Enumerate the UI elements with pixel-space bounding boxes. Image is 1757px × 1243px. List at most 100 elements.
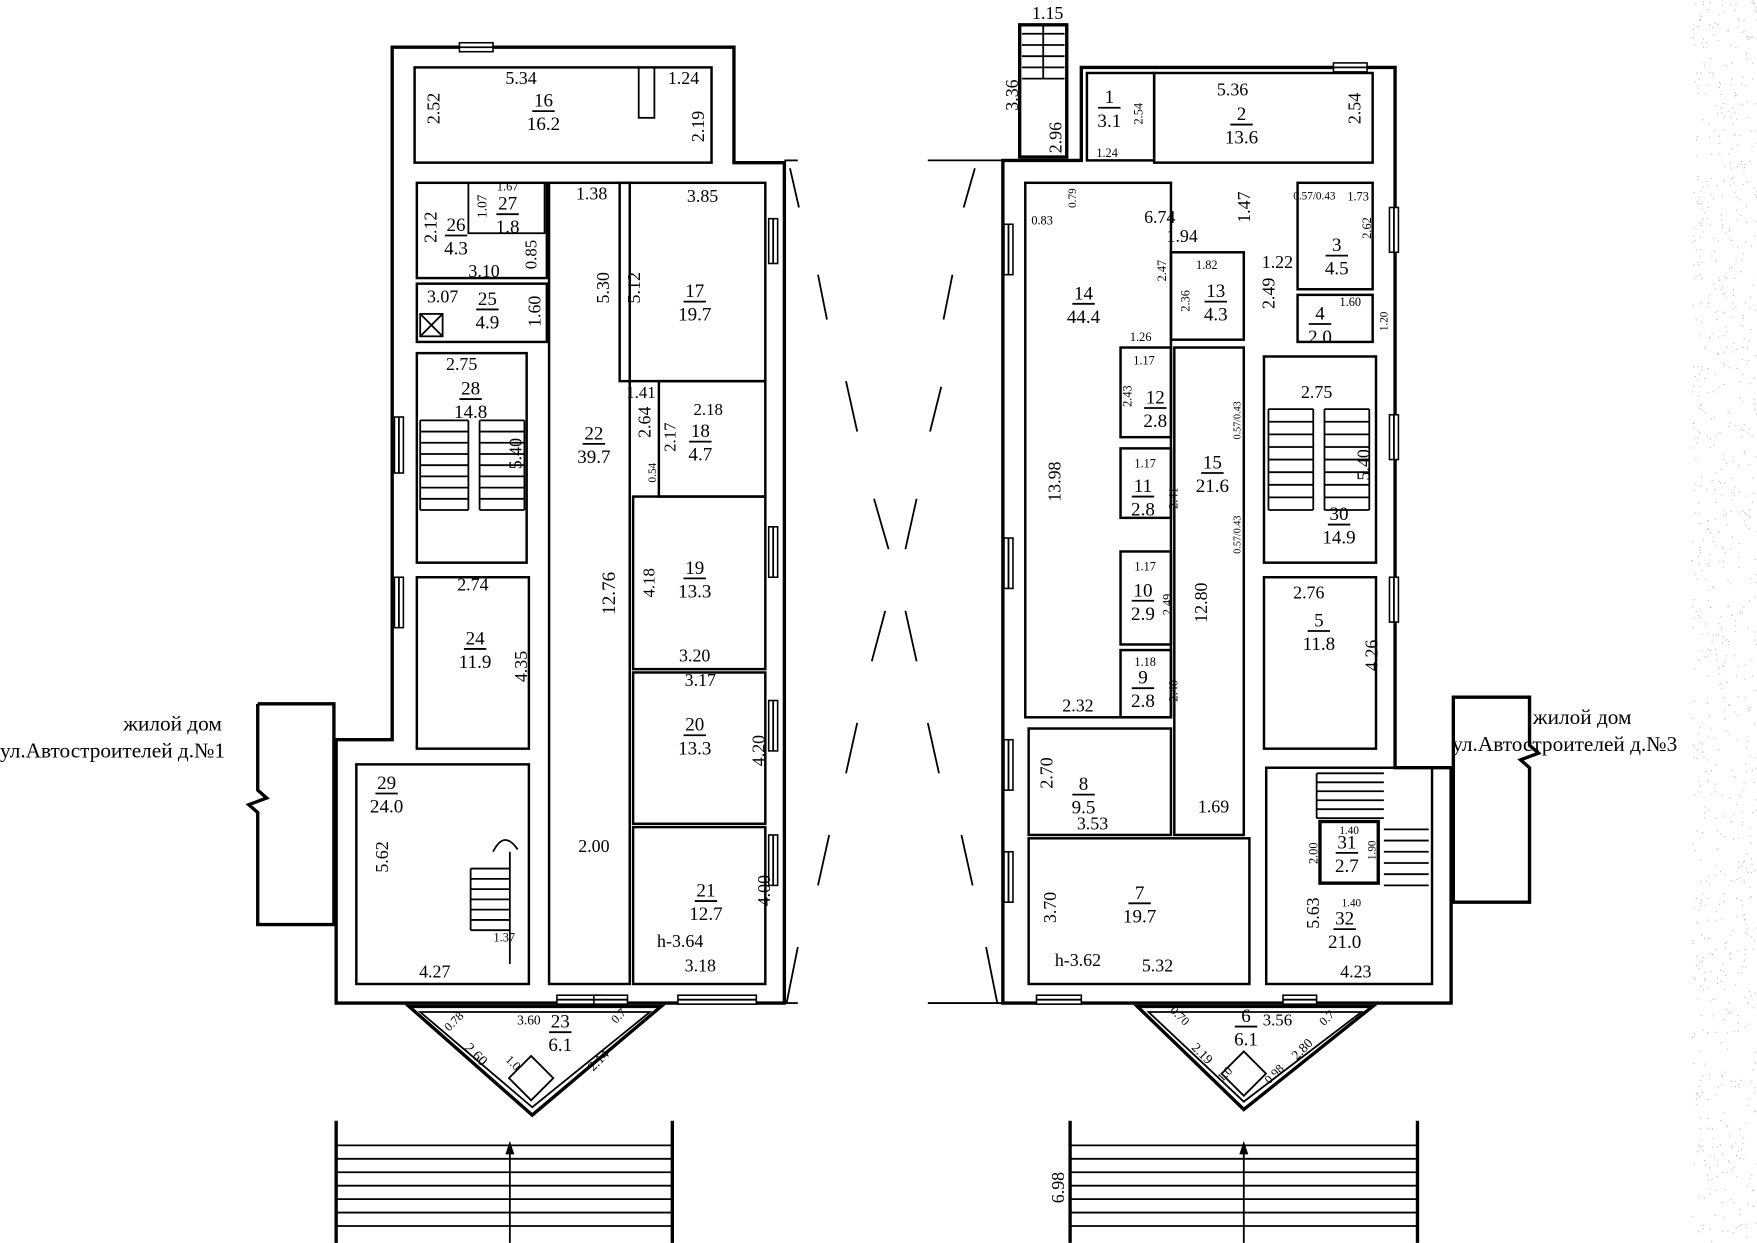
noise-dot bbox=[1695, 319, 1697, 321]
dimension-label: 1.15 bbox=[1032, 3, 1063, 23]
noise-dot bbox=[1739, 877, 1741, 879]
noise-dot bbox=[1724, 292, 1726, 294]
dimension-label: 2.36 bbox=[1179, 290, 1193, 312]
noise-dot bbox=[1701, 633, 1704, 635]
noise-dot bbox=[1706, 1174, 1708, 1176]
line bbox=[904, 610, 918, 662]
noise-dot bbox=[1716, 184, 1718, 187]
noise-dot bbox=[1742, 325, 1744, 328]
noise-dot bbox=[1723, 482, 1726, 484]
noise-dot bbox=[1747, 1203, 1749, 1205]
noise-dot bbox=[1693, 1062, 1695, 1064]
noise-dot bbox=[1748, 710, 1750, 712]
line bbox=[926, 722, 940, 774]
noise-dot bbox=[1702, 3, 1704, 5]
noise-dot bbox=[1702, 46, 1705, 48]
noise-dot bbox=[1705, 655, 1707, 658]
noise-dot bbox=[1747, 432, 1749, 434]
noise-dot bbox=[1735, 625, 1737, 627]
noise-dot bbox=[1711, 954, 1713, 956]
noise-dot bbox=[1755, 799, 1757, 801]
noise-dot bbox=[1731, 266, 1733, 268]
noise-dot bbox=[1699, 407, 1701, 410]
noise-dot bbox=[1747, 1104, 1749, 1106]
dimension-label: 3.85 bbox=[687, 186, 718, 206]
noise-dot bbox=[1710, 194, 1713, 196]
noise-dot bbox=[1708, 565, 1710, 567]
room-area: 21.0 bbox=[1328, 932, 1361, 953]
noise-dot bbox=[1741, 865, 1743, 867]
room-21-outline bbox=[631, 825, 767, 986]
noise-dot bbox=[1723, 351, 1725, 353]
noise-dot bbox=[1749, 835, 1752, 837]
noise-dot bbox=[1741, 31, 1743, 33]
noise-dot bbox=[1749, 58, 1751, 60]
noise-dot bbox=[1700, 321, 1703, 323]
room-27-label: 271.8 bbox=[496, 194, 520, 239]
noise-dot bbox=[1709, 727, 1712, 729]
noise-dot bbox=[1749, 897, 1751, 899]
dimension-label: 5.40 bbox=[505, 438, 525, 469]
noise-dot bbox=[1698, 968, 1700, 970]
noise-dot bbox=[1743, 783, 1745, 785]
noise-dot bbox=[1744, 996, 1746, 998]
room-number: 26 bbox=[447, 215, 466, 236]
noise-dot bbox=[1698, 614, 1700, 617]
room-number: 25 bbox=[478, 289, 497, 310]
noise-dot bbox=[1720, 980, 1722, 982]
dimension-label: 2.75 bbox=[1301, 382, 1332, 402]
noise-dot bbox=[1703, 62, 1705, 64]
noise-dot bbox=[1729, 267, 1731, 269]
noise-dot bbox=[1744, 696, 1746, 698]
dimension-label: 2.47 bbox=[1155, 260, 1169, 282]
noise-dot bbox=[1722, 566, 1724, 568]
noise-dot bbox=[1721, 794, 1723, 797]
noise-dot bbox=[1733, 425, 1736, 427]
noise-dot bbox=[1719, 871, 1721, 873]
noise-dot bbox=[1718, 81, 1720, 83]
noise-dot bbox=[1725, 296, 1727, 298]
noise-dot bbox=[1700, 476, 1702, 478]
noise-dot bbox=[1753, 722, 1755, 724]
noise-dot bbox=[1697, 202, 1699, 204]
noise-dot bbox=[1698, 660, 1700, 662]
noise-dot bbox=[1735, 367, 1737, 369]
noise-dot bbox=[1707, 809, 1709, 811]
noise-dot bbox=[1745, 923, 1747, 925]
noise-dot bbox=[1696, 72, 1698, 74]
room-22-outline bbox=[547, 181, 631, 986]
noise-dot bbox=[1704, 972, 1707, 974]
dimension-label: 2.19 bbox=[1189, 1040, 1216, 1067]
noise-dot bbox=[1710, 769, 1712, 772]
noise-dot bbox=[1712, 391, 1714, 393]
dimension-label: 1.17 bbox=[1134, 456, 1156, 470]
noise-dot bbox=[1698, 1196, 1700, 1198]
dimension-label: 4.23 bbox=[1340, 961, 1371, 981]
noise-dot bbox=[1695, 512, 1697, 514]
dimension-label: 1.60 bbox=[524, 296, 544, 327]
noise-dot bbox=[1744, 881, 1746, 883]
noise-dot bbox=[1721, 227, 1723, 229]
noise-dot bbox=[1750, 328, 1752, 330]
dimension-label: 3.53 bbox=[1077, 813, 1108, 833]
noise-dot bbox=[1724, 64, 1726, 66]
noise-dot bbox=[1692, 305, 1695, 307]
noise-dot bbox=[1700, 249, 1702, 251]
noise-dot bbox=[1734, 775, 1736, 778]
room-area: 2.0 bbox=[1308, 327, 1332, 348]
noise-dot bbox=[1752, 948, 1754, 950]
noise-dot bbox=[1697, 781, 1699, 783]
noise-dot bbox=[1705, 489, 1708, 491]
noise-dot bbox=[1739, 1208, 1741, 1210]
noise-dot bbox=[1742, 861, 1744, 863]
noise-dot bbox=[1700, 16, 1702, 18]
noise-dot bbox=[1711, 1128, 1713, 1130]
noise-dot bbox=[1724, 551, 1726, 554]
noise-dot bbox=[1715, 472, 1717, 474]
section-break-marks bbox=[784, 159, 1003, 1004]
dimension-label: 1.47 bbox=[1234, 191, 1254, 222]
dimension-label: 1.17 bbox=[1134, 560, 1156, 574]
